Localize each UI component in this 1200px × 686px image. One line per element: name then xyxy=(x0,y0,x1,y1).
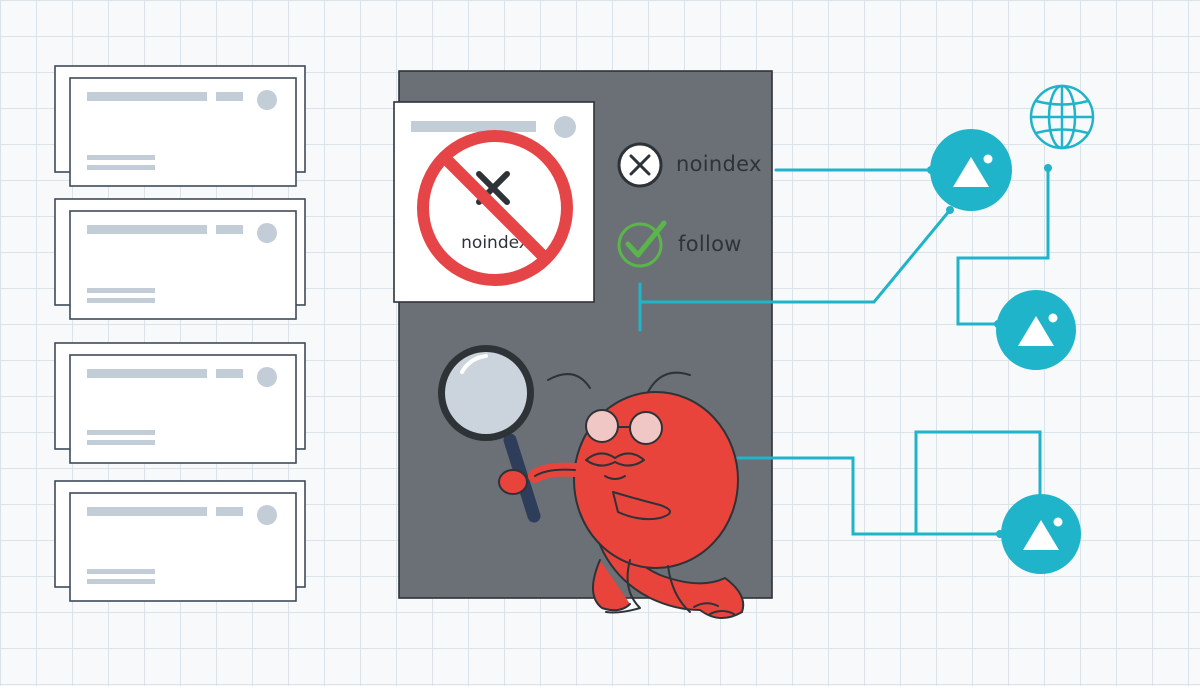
page-card xyxy=(54,342,306,464)
check-circle-icon xyxy=(617,220,667,268)
page-card xyxy=(54,480,306,602)
page-card xyxy=(54,65,306,187)
page-cards-stack xyxy=(54,65,306,602)
x-circle-icon xyxy=(617,142,663,188)
crawler-node-icon xyxy=(1001,494,1081,574)
prohibited-icon xyxy=(417,130,573,286)
crawler-node-icon xyxy=(930,129,1012,211)
link-connectors xyxy=(638,166,1050,536)
globe-icon xyxy=(1029,84,1095,150)
crawler-node-icon xyxy=(996,290,1076,370)
sign-noindex-label: noindex xyxy=(461,233,529,253)
directive-noindex-label: noindex xyxy=(676,152,762,176)
directive-follow-label: follow xyxy=(678,232,742,256)
shrimp-detective-mascot xyxy=(498,371,745,619)
page-card xyxy=(54,198,306,320)
